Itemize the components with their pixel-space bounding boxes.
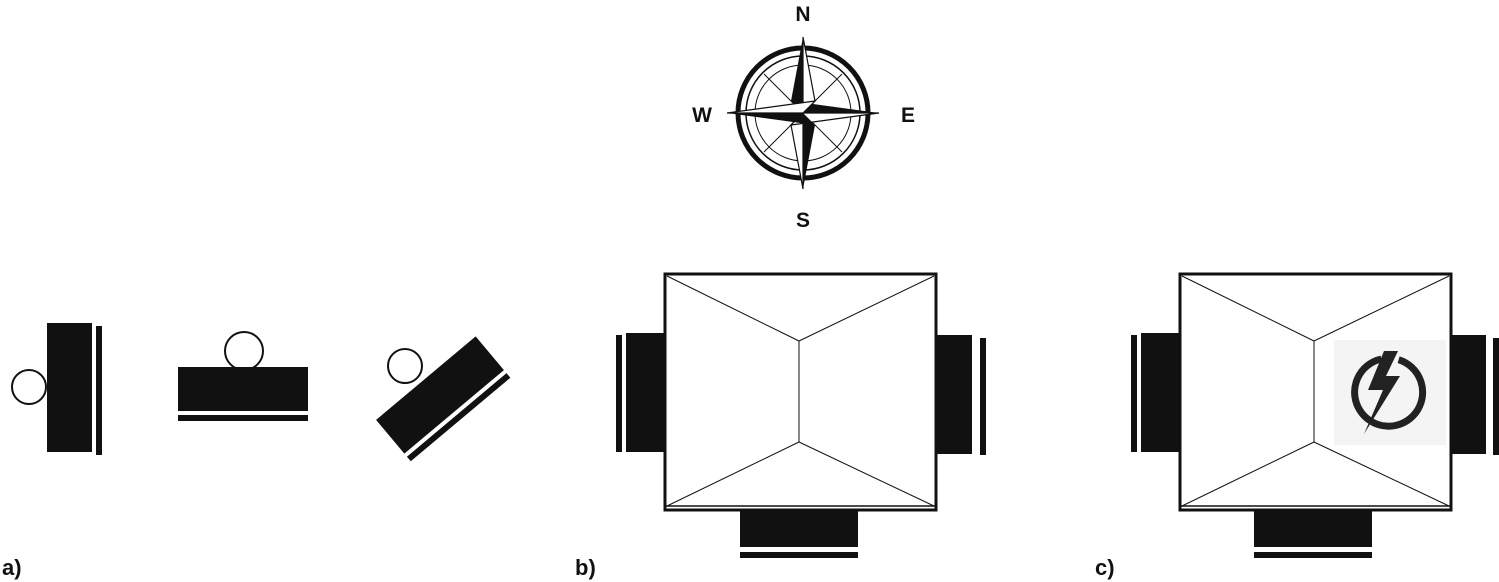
panel-label-b: b) [575, 555, 596, 580]
compass-label-west: W [692, 104, 712, 127]
solar-panel-edge [96, 326, 102, 455]
panel-c-south-module [1254, 510, 1372, 558]
compass-cardinal-points [726, 36, 880, 190]
panel-b-west-module [616, 333, 667, 452]
panel-a: a) [2, 323, 511, 580]
lightning-bolt-power-icon [1334, 340, 1446, 445]
sun-circle [11, 369, 47, 405]
solar-panel-block [47, 323, 92, 452]
panel-c: c) [1095, 272, 1499, 580]
panel-label-c: c) [1095, 555, 1115, 580]
panel-b-south-module [740, 510, 858, 558]
building-roof [663, 272, 938, 512]
panel-b: b) [575, 272, 986, 580]
panel-a-vertical-module [11, 323, 102, 455]
panel-a-tilted-module [376, 336, 511, 462]
compass-rose: N S E W [692, 3, 915, 232]
panel-c-east-module [1448, 335, 1499, 455]
sun-circle [387, 348, 423, 384]
panel-label-a: a) [2, 555, 22, 580]
panel-c-west-module [1131, 333, 1182, 452]
solar-panel-edge [178, 415, 308, 421]
compass-label-south: S [796, 209, 810, 232]
panel-b-east-module [936, 335, 986, 455]
solar-panel-block [376, 336, 504, 454]
compass-label-north: N [795, 3, 810, 26]
compass-label-east: E [901, 104, 915, 127]
sun-circle [224, 331, 264, 371]
solar-panel-block [178, 367, 308, 411]
panel-a-horizontal-module [178, 331, 308, 421]
solar-panel-edge [406, 373, 511, 462]
